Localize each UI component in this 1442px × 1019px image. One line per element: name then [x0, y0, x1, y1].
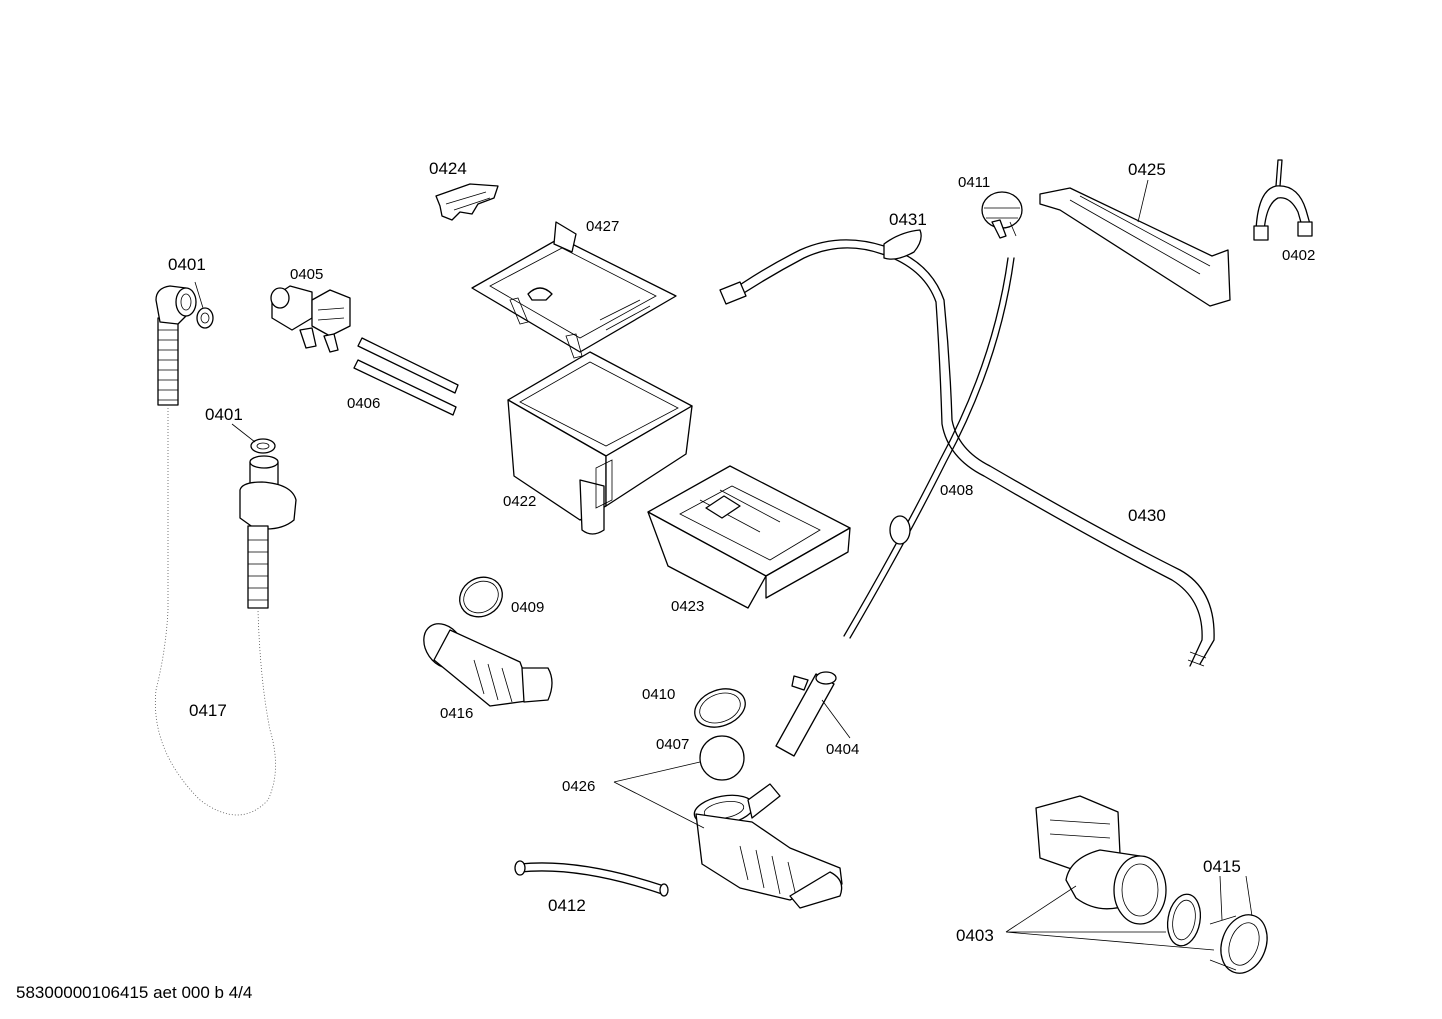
label-0422: 0422	[503, 493, 536, 510]
label-0408: 0408	[940, 482, 973, 499]
part-0426-sump[interactable]	[613, 761, 843, 909]
label-0425: 0425	[1128, 160, 1166, 179]
label-0412: 0412	[548, 896, 586, 915]
part-0415-filter[interactable]	[1209, 875, 1275, 980]
label-0427: 0427	[586, 218, 619, 235]
part-0427-dispenser-cover[interactable]	[471, 221, 677, 359]
label-0415: 0415	[1203, 857, 1241, 876]
label-0407: 0407	[656, 736, 689, 753]
label-0426: 0426	[562, 778, 595, 795]
part-0424-clip[interactable]	[435, 183, 499, 221]
part-0425-rail[interactable]	[1039, 179, 1231, 307]
label-0416: 0416	[440, 705, 473, 722]
part-0416-bellows-hose[interactable]	[415, 616, 553, 707]
part-0430-0431-pressure-hose[interactable]	[719, 229, 1215, 667]
part-0411-pressure-switch[interactable]	[981, 191, 1023, 239]
label-0423: 0423	[671, 598, 704, 615]
part-0406-tubes[interactable]	[353, 337, 459, 416]
label-0404: 0404	[826, 741, 859, 758]
label-0401-lower: 0401	[205, 405, 243, 424]
part-0417-hose-path	[154, 408, 276, 816]
part-0422-dispenser-housing[interactable]	[507, 351, 693, 535]
part-0412-small-hose[interactable]	[514, 860, 669, 897]
label-0409: 0409	[511, 599, 544, 616]
label-0403: 0403	[956, 926, 994, 945]
document-footer: 58300000106415 aet 000 b 4/4	[16, 983, 252, 1002]
part-0408-thin-tube[interactable]	[843, 257, 1015, 639]
part-0410-ring[interactable]	[689, 682, 750, 734]
part-0403-drain-pump[interactable]	[1005, 795, 1215, 951]
part-0402-hose-hook[interactable]	[1253, 159, 1313, 241]
label-0402: 0402	[1282, 247, 1315, 264]
part-0407-ball[interactable]	[699, 735, 745, 781]
part-0409-seal-ring[interactable]	[452, 570, 509, 625]
label-0405: 0405	[290, 266, 323, 283]
label-0424: 0424	[429, 159, 467, 178]
label-0431: 0431	[889, 210, 927, 229]
part-0405-valve[interactable]	[270, 285, 351, 353]
label-0417: 0417	[189, 701, 227, 720]
label-0406: 0406	[347, 395, 380, 412]
label-0410: 0410	[642, 686, 675, 703]
part-0401-hose-lower[interactable]	[231, 423, 297, 609]
part-0423-detergent-drawer[interactable]	[647, 465, 851, 609]
part-0401-hose-upper[interactable]	[155, 281, 214, 406]
label-0411: 0411	[958, 174, 990, 191]
label-0401-upper: 0401	[168, 255, 206, 274]
part-0404-heater[interactable]	[775, 671, 851, 757]
label-0430: 0430	[1128, 506, 1166, 525]
